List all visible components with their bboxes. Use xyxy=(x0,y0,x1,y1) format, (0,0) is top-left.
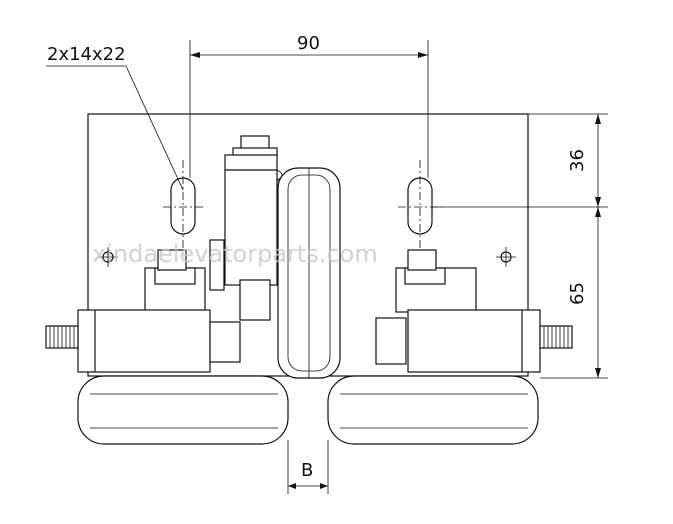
dimension-label-36: 36 xyxy=(567,149,588,172)
dimension-label-b: B xyxy=(301,460,313,481)
left-roller-housing xyxy=(45,309,241,373)
dimension-label-65: 65 xyxy=(567,282,588,305)
right-roller-housing xyxy=(375,309,573,373)
hole-left xyxy=(98,247,118,267)
dimension-65: 65 xyxy=(540,207,608,379)
dimension-90: 90 xyxy=(189,33,429,178)
slot-left xyxy=(163,160,203,250)
slot-right xyxy=(398,160,442,250)
right-bottom-roller xyxy=(327,375,539,445)
dimension-b: B xyxy=(287,440,329,494)
left-bottom-roller xyxy=(77,375,289,445)
watermark-text: xindaelevatorparts.com xyxy=(92,240,378,268)
right-bracket xyxy=(395,249,477,313)
center-wheel xyxy=(277,167,341,379)
slot-annotation: 2x14x22 xyxy=(46,44,184,191)
hole-right xyxy=(496,247,516,267)
dimension-36: 36 xyxy=(432,113,608,208)
dimension-label-90: 90 xyxy=(297,33,320,54)
spring-assembly xyxy=(209,135,283,321)
slot-dimension-label: 2x14x22 xyxy=(47,44,126,65)
left-bracket xyxy=(144,249,206,313)
